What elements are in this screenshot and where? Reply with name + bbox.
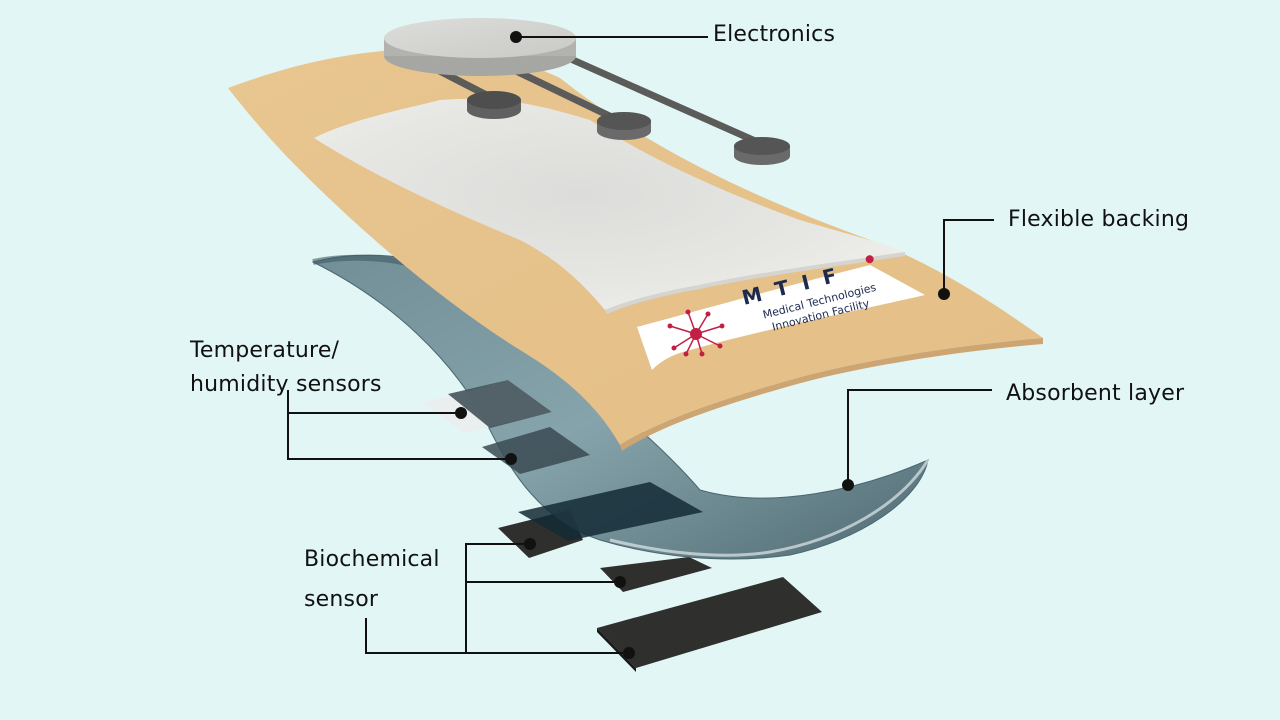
- electronics-disk-small-1: [467, 91, 521, 119]
- biochemical-sensor-pad: [518, 482, 703, 541]
- gauze-pad: [314, 98, 905, 311]
- electronics-disk-small-2: [597, 112, 651, 140]
- label-flexible-backing: Flexible backing: [1008, 207, 1190, 232]
- biochemical-sensor-strip-large: [597, 577, 822, 668]
- biochemical-sensor-strip-small-1: [600, 557, 712, 592]
- electronics-disk-small-3: [734, 137, 790, 165]
- mtif-logo: MTIF Medical Technologies Innovation Fac…: [637, 255, 925, 370]
- label-temperature-humidity-sensors: Temperature/ humidity sensors: [190, 338, 382, 397]
- callout-absorbent-layer: [842, 389, 992, 491]
- label-absorbent-layer: Absorbent layer: [1006, 381, 1185, 406]
- label-biochemical-sensor: Biochemical sensor: [304, 547, 440, 612]
- callout-temperature-humidity: [287, 390, 517, 465]
- callout-flexible-backing: [938, 219, 994, 300]
- label-electronics: Electronics: [713, 22, 836, 47]
- electronics-main-disk: [384, 18, 576, 76]
- mtif-logo-mark: [667, 309, 725, 357]
- callout-biochemical-sensor: [365, 538, 635, 659]
- callout-electronics: [510, 31, 708, 43]
